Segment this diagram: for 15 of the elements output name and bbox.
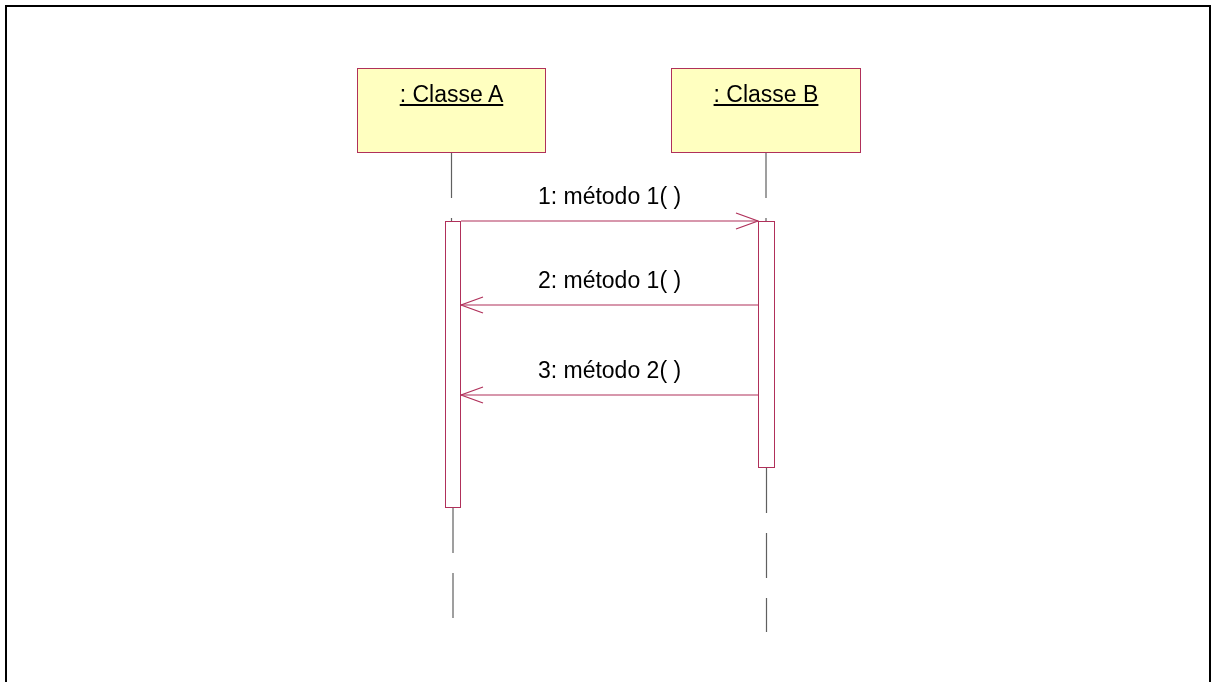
lifeline <box>765 467 768 633</box>
edge-label: 1: método 1( ) <box>537 183 682 210</box>
message-arrow <box>460 296 759 314</box>
activation-bar <box>445 221 461 508</box>
message-arrow <box>460 386 759 404</box>
lifeline <box>765 152 767 222</box>
object-name: : Classe B <box>713 81 819 109</box>
lifeline <box>450 152 453 222</box>
object-box <box>671 68 861 153</box>
edge-label: 2: método 1( ) <box>537 267 682 294</box>
edge-label: 3: método 2( ) <box>537 357 682 384</box>
object-name: : Classe A <box>399 81 504 109</box>
activation-bar <box>758 221 775 468</box>
message-arrow <box>460 212 759 230</box>
object-box <box>357 68 546 153</box>
